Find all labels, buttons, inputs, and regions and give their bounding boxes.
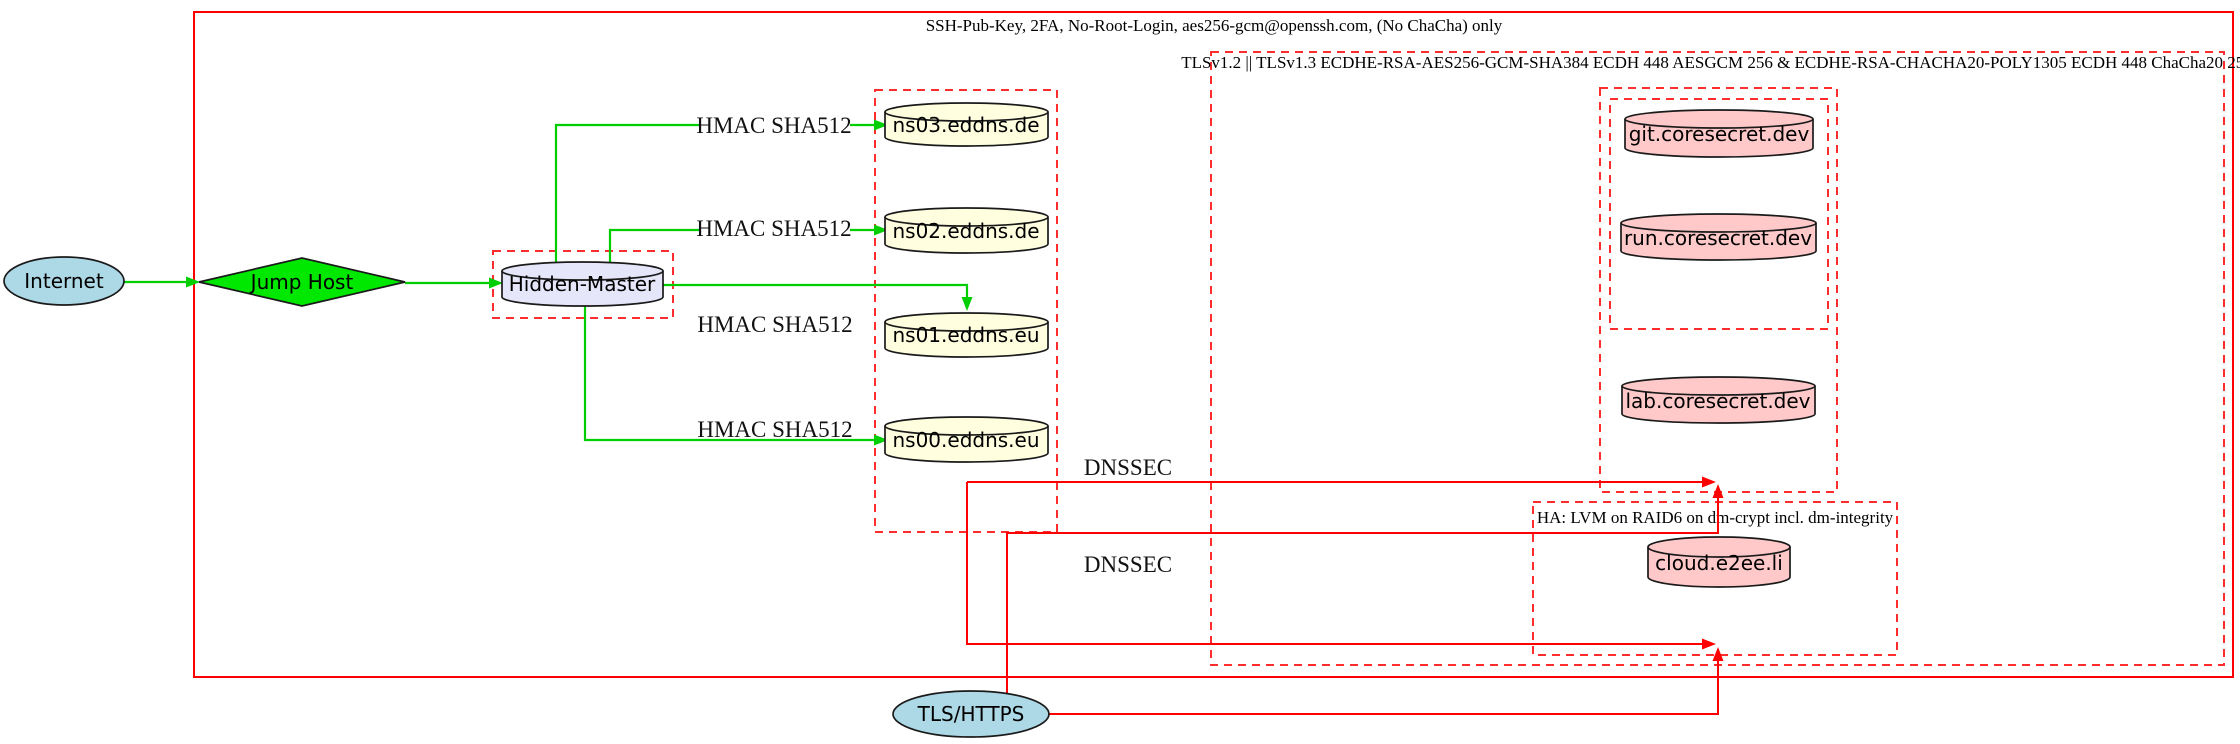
git-cylinder — [1624, 109, 1814, 158]
arrowhead-hiddenmaster-ns00 — [874, 434, 888, 446]
tls-https-label: TLS/HTTPS — [917, 702, 1025, 726]
ssh-cluster-label: SSH-Pub-Key, 2FA, No-Root-Login, aes256-… — [926, 16, 1503, 35]
ns01-label: ns01.eddns.eu — [892, 323, 1039, 347]
lab-label: lab.coresecret.dev — [1625, 389, 1810, 413]
edge-hiddenmaster-ns01 — [663, 283, 969, 297]
nameserver-cluster-box — [874, 89, 1058, 533]
hmac-label-bg-1 — [700, 112, 850, 138]
ns00-cylinder-rim — [884, 425, 1049, 436]
ns02-cylinder — [884, 207, 1049, 254]
edge-tls-coresecret — [1006, 498, 1719, 697]
lab-cylinder-rim — [1621, 385, 1816, 396]
ns01-cylinder — [884, 312, 1049, 358]
arrowhead-tls-coresecret — [1712, 484, 1724, 498]
jump-host-label: Jump Host — [249, 270, 354, 294]
tls-https-node — [892, 690, 1050, 738]
cloud-cylinder — [1647, 536, 1791, 588]
ns01-cylinder-rim — [884, 321, 1049, 332]
arrowhead-hiddenmaster-ns01 — [961, 297, 973, 311]
ns00-label: ns00.eddns.eu — [892, 428, 1039, 452]
ns02-label: ns02.eddns.de — [892, 219, 1039, 243]
hidden-master-cylinder — [501, 261, 664, 307]
git-node: git.coresecret.dev — [1624, 109, 1814, 158]
hmac-label-bg-2 — [700, 215, 850, 241]
edge-label-hmac-1: HMAC SHA512 — [696, 113, 851, 138]
ns00-node: ns00.eddns.eu — [884, 416, 1049, 463]
hidden-master-cylinder-rim — [501, 270, 664, 281]
ns01-node: ns01.eddns.eu — [884, 312, 1049, 358]
arrowhead-tls-ha — [1712, 647, 1724, 661]
arrowhead-hiddenmaster-ns02 — [874, 224, 888, 236]
hidden-master-label: Hidden-Master — [509, 272, 656, 296]
hidden-master-node: Hidden-Master — [501, 261, 664, 307]
git-label: git.coresecret.dev — [1629, 122, 1810, 146]
lab-node: lab.coresecret.dev — [1621, 376, 1816, 424]
internet-label: Internet — [24, 269, 104, 293]
ns00-cylinder — [884, 416, 1049, 463]
arrowhead-dnssec-ha — [1702, 638, 1716, 650]
cloud-cylinder-rim — [1647, 546, 1791, 558]
edge-label-dnssec-1: DNSSEC — [1084, 455, 1172, 480]
edge-label-hmac-3: HMAC SHA512 — [697, 312, 852, 337]
arrowhead-hiddenmaster-ns03 — [874, 119, 888, 131]
git-cylinder-rim — [1624, 118, 1814, 129]
edge-label-dnssec-2: DNSSEC — [1084, 552, 1172, 577]
ns03-node: ns03.eddns.de — [884, 102, 1049, 147]
cloud-node: cloud.e2ee.li — [1647, 536, 1791, 588]
ha-cluster-box — [1532, 501, 1898, 656]
edge-dnssec-ha — [966, 482, 1702, 645]
cloud-label: cloud.e2ee.li — [1655, 551, 1783, 575]
run-node: run.coresecret.dev — [1620, 213, 1817, 261]
edge-label-hmac-4: HMAC SHA512 — [697, 417, 852, 442]
run-label: run.coresecret.dev — [1624, 226, 1812, 250]
arrowhead-jumphost-hiddenmaster — [489, 277, 503, 289]
ns03-cylinder-rim — [884, 111, 1049, 122]
ns03-label: ns03.eddns.de — [892, 113, 1039, 137]
edge-label-hmac-2: HMAC SHA512 — [696, 216, 851, 241]
tls-cluster-label: TLSv1.2 || TLSv1.3 ECDHE-RSA-AES256-GCM-… — [1181, 53, 2240, 72]
ha-cluster-label: HA: LVM on RAID6 on dm-crypt incl. dm-in… — [1537, 508, 1894, 527]
run-cylinder-rim — [1620, 222, 1817, 233]
arrowhead-internet-jumphost — [186, 276, 200, 288]
edge-hiddenmaster-ns00 — [583, 306, 874, 442]
ns02-cylinder-rim — [884, 216, 1049, 227]
ns02-node: ns02.eddns.de — [884, 207, 1049, 254]
lab-cylinder — [1621, 376, 1816, 424]
ssh-cluster-box — [193, 11, 2234, 678]
edge-hiddenmaster-ns03 — [554, 123, 874, 262]
internet-node — [3, 256, 125, 306]
arrowhead-dnssec-coresecret — [1702, 476, 1716, 488]
edge-tls-ha — [1048, 661, 1719, 715]
jump-host-node — [198, 257, 406, 307]
run-cylinder — [1620, 213, 1817, 261]
ns03-cylinder — [884, 102, 1049, 147]
